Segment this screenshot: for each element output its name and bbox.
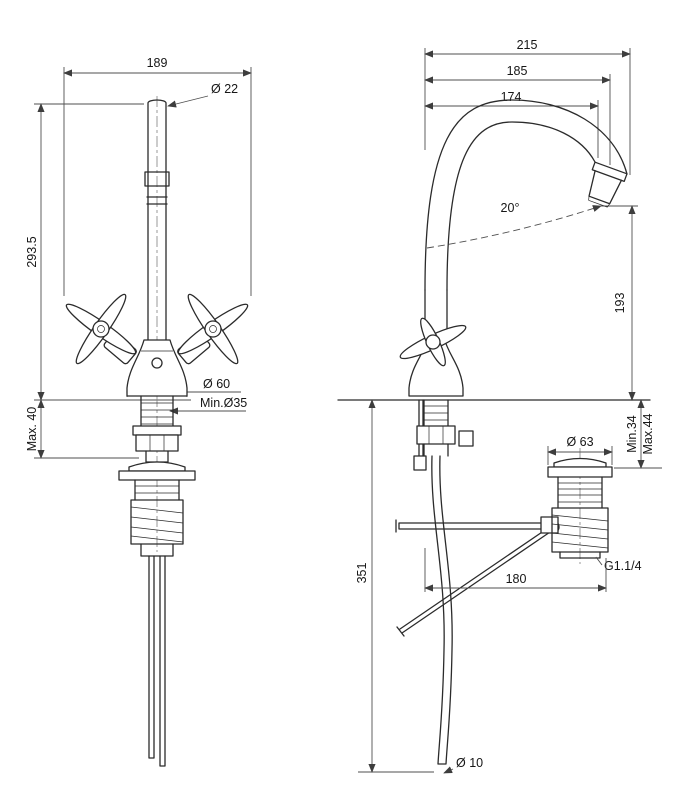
front-mounting-nut [135,434,179,452]
side-mounting-nut [416,425,456,445]
side-cross-handle [399,317,467,367]
front-view: 189 Ø 22 293.5 Max. 40 Ø 60 Min.Ø35 [25,56,252,767]
dim-ext-lines [34,103,191,459]
nozzle-body [588,170,623,205]
aerator-icon [588,196,610,208]
dim-side-angle-label: 20° [501,201,520,215]
dim-side-reach: 215 185 174 [424,38,631,175]
leader-line [443,766,454,774]
dim-side-drain-thread: G1.1/4 [595,556,642,573]
leader-line [167,95,209,108]
handle-hub [204,320,222,338]
dim-side-reach-inner-label: 174 [501,90,522,104]
dim-ext-lines [63,67,252,296]
popup-horizontal-rod [395,519,551,533]
dim-side-below-deck: 351 [355,399,434,773]
drain-body [557,476,603,509]
handle-hub [425,334,441,350]
dim-side-offset-label: 180 [506,572,527,586]
popup-diagonal-rod [396,525,554,637]
front-nut-facets [149,435,165,451]
front-shank [140,395,174,427]
front-spout-collar [144,171,170,205]
dim-side-reach-outer-label: 185 [507,64,528,78]
dim-side-spout-height-label: 193 [613,293,627,314]
front-drain-thread-body [130,499,184,545]
leader-line [595,556,603,566]
side-lift-rod-knob [413,455,427,471]
front-drain-thread-hatch [130,506,184,543]
side-spout-inner-curve [446,121,596,291]
side-shank-threads [424,405,448,421]
dim-side-deck-max-label: Max.44 [641,413,655,454]
dim-ext-lines [424,48,631,175]
drain-thread-hatch [551,514,609,549]
dim-side-drain-diameter: Ø 63 [547,435,613,465]
dim-front-min-hole: Min.Ø35 [169,396,247,415]
side-spout-outer-curve [424,99,628,291]
front-supply-hoses [148,555,166,767]
dim-front-max-thickness-label: Max. 40 [25,407,39,452]
dim-front-width-label: 189 [147,56,168,70]
drain-plug-dome [553,457,607,468]
side-nut-facets [428,426,444,444]
drain-tail [559,551,601,559]
dim-front-height: 293.5 Max. 40 [25,103,191,459]
dim-side-drain-offset: 180 [424,548,607,592]
dim-front-base-dia-label: Ø 60 [203,377,230,391]
dim-front-spout-dia-label: Ø 22 [211,82,238,96]
side-bracket-piece [458,430,474,447]
dim-front-height-label: 293.5 [25,236,39,267]
dim-side-hose-diameter: Ø 10 [443,756,483,774]
side-nozzle [588,161,628,208]
dim-side-deck-min-label: Min.34 [625,415,639,453]
handle-hub [92,320,110,338]
drain-body-lines [558,482,602,503]
dim-side-spout-height: 193 [600,205,638,401]
front-drain-plug-dome [128,461,186,472]
front-spout-tube [147,99,167,341]
front-drain-taper [140,543,174,557]
handle-hub-cap [97,325,105,333]
front-drain-body-lines [135,485,179,494]
front-body-cap [151,357,163,369]
dim-front-width: 189 [63,56,252,296]
front-horseshoe-washer [132,425,182,436]
dim-side-deck-range: Min.34 Max.44 [614,399,662,469]
front-right-cross-handle [177,293,249,365]
side-supply-hose [431,455,453,765]
dim-front-min-hole-label: Min.Ø35 [200,396,247,410]
drain-flange [547,466,613,478]
angle-reference-curve [426,205,602,249]
dim-side-hose-dia-label: Ø 10 [456,756,483,770]
dim-front-spout-diameter: Ø 22 [167,82,238,108]
front-left-cross-handle [65,293,137,365]
front-drain-flange [118,470,196,481]
dim-side-thread-label: G1.1/4 [604,559,642,573]
dim-side-drain-dia-label: Ø 63 [566,435,593,449]
nozzle-collar [591,161,628,182]
dim-side-reach-total-label: 215 [517,38,538,52]
drain-pivot-boss [540,516,559,534]
dim-side-below-deck-label: 351 [355,563,369,584]
drain-thread-body [551,507,609,553]
side-shank-end [423,443,449,457]
side-view: 215 185 174 20° 193 [337,38,662,774]
front-drain-body [134,479,180,501]
front-shank-threads [141,402,173,425]
handle-hub-cap [209,325,217,333]
dim-side-nozzle-angle: 20° [426,201,602,249]
